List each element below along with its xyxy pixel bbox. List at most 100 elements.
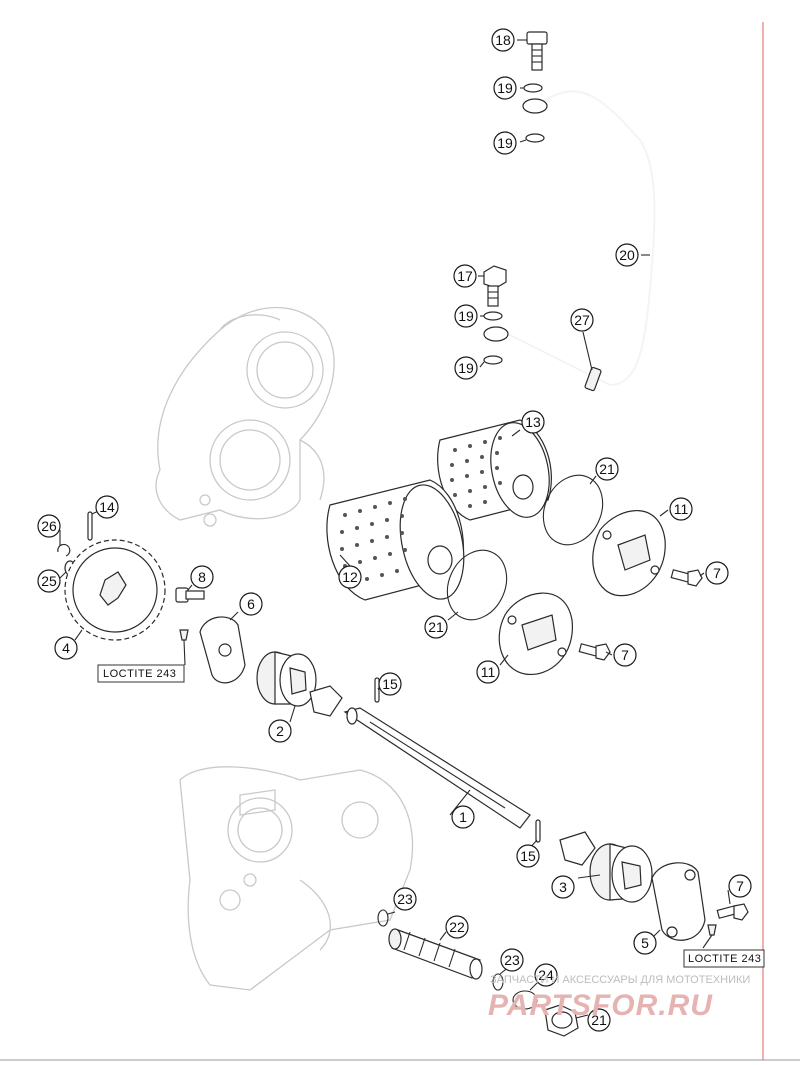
screw-8 [175,587,205,603]
svg-text:7: 7 [713,565,721,581]
svg-text:23: 23 [397,891,413,907]
callout-25: 25 [37,569,61,593]
o-ring-23-lower [492,973,504,991]
svg-text:19: 19 [497,80,513,96]
svg-text:1: 1 [459,809,467,825]
loctite-label-left: LOCTITE 243 [97,664,185,683]
svg-text:12: 12 [342,569,358,585]
callout-12: 12 [338,565,362,589]
svg-text:23: 23 [504,952,520,968]
svg-text:19: 19 [458,360,474,376]
callout-18-b: 19 [493,131,517,155]
svg-text:15: 15 [520,848,536,864]
callout-18-d: 19 [454,356,478,380]
svg-text:21: 21 [599,461,615,477]
svg-text:6: 6 [247,596,255,612]
pin-14 [87,511,93,541]
filter-cover-lower [498,592,573,676]
svg-text:27: 27 [574,312,590,328]
svg-text:17: 17 [457,268,473,284]
svg-text:7: 7 [736,878,744,894]
svg-text:13: 13 [525,414,541,430]
svg-text:18: 18 [495,32,511,48]
oil-filter-small [437,419,552,521]
dowel-left [179,629,189,641]
washer-mid-2 [483,355,503,365]
callout-20-a: 21 [595,457,619,481]
dowel-right [707,924,717,936]
callout-23-a: 23 [393,887,417,911]
svg-text:14: 14 [99,499,115,515]
callout-2: 2 [268,719,292,743]
pump-rotor-left [256,651,317,707]
svg-text:15: 15 [382,676,398,692]
svg-text:26: 26 [41,518,57,534]
svg-text:2: 2 [276,723,284,739]
callout-21: 21 [587,1008,611,1032]
callout-22: 22 [445,915,469,939]
pump-shaft [343,707,531,829]
svg-text:8: 8 [198,569,206,585]
svg-text:25: 25 [41,573,57,589]
oil-filter-large [326,479,465,601]
svg-text:21: 21 [591,1012,607,1028]
oil-screen [388,928,483,980]
callout-11-a: 11 [669,497,693,521]
svg-text:5: 5 [641,935,649,951]
pin-15-lower [535,819,541,843]
pump-cover-right [651,862,706,941]
svg-text:24: 24 [538,967,554,983]
callout-7-a: 7 [705,561,729,585]
svg-text:19: 19 [458,308,474,324]
svg-text:19: 19 [497,135,513,151]
callout-23-b: 23 [500,948,524,972]
callout-26: 26 [37,514,61,538]
loctite-label-right: LOCTITE 243 [683,949,765,968]
drain-plug [544,1004,579,1037]
callout-8: 8 [190,565,214,589]
svg-text:4: 4 [62,640,70,656]
engine-case-upper-ghost [155,306,335,527]
banjo-bolt-top [526,31,548,71]
bolt-lower [578,643,611,661]
oil-pipe [509,90,656,392]
inner-rotor-left [309,685,343,717]
svg-text:7: 7 [621,647,629,663]
callout-1: 1 [451,805,475,829]
oil-pump-gear [64,539,166,641]
bolt-upper [670,569,703,587]
circlip [57,543,71,557]
o-ring-24 [512,990,538,1010]
o-ring-23-upper [377,909,389,927]
callout-18-c: 19 [454,304,478,328]
callout-13: 13 [521,410,545,434]
svg-text:3: 3 [559,879,567,895]
callout-6: 6 [239,592,263,616]
banjo-bolt-mid [483,265,507,307]
svg-text:PARTSFOR.RU: PARTSFOR.RU [488,989,713,1022]
callout-3: 3 [551,875,575,899]
svg-text:ЗАПЧАСТИ И АКСЕССУАРЫ ДЛЯ МОТО: ЗАПЧАСТИ И АКСЕССУАРЫ ДЛЯ МОТОТЕХНИКИ [490,974,750,986]
washer-top-2 [525,133,545,143]
banjo-fitting-top [522,98,548,114]
filter-cover-upper [592,510,666,597]
callout-15-b: 15 [516,844,540,868]
pump-rotor-right [589,843,653,903]
svg-text:11: 11 [481,664,496,680]
washer-top-1 [523,83,543,93]
callout-20-b: 21 [424,615,448,639]
callout-15-a: 15 [378,672,402,696]
svg-text:20: 20 [619,247,635,263]
callout-27: 27 [570,308,594,332]
inner-rotor-right [559,831,596,866]
callout-7-b: 7 [613,643,637,667]
svg-text:21: 21 [428,619,444,635]
callout-19: 20 [615,243,639,267]
svg-text:11: 11 [674,501,689,517]
o-ring-lower [446,549,508,621]
callout-17: 18 [491,28,515,52]
svg-text:LOCTITE 243: LOCTITE 243 [103,668,176,680]
callout-7-c: 7 [728,874,752,898]
bolt-cover-bottom [716,903,749,921]
